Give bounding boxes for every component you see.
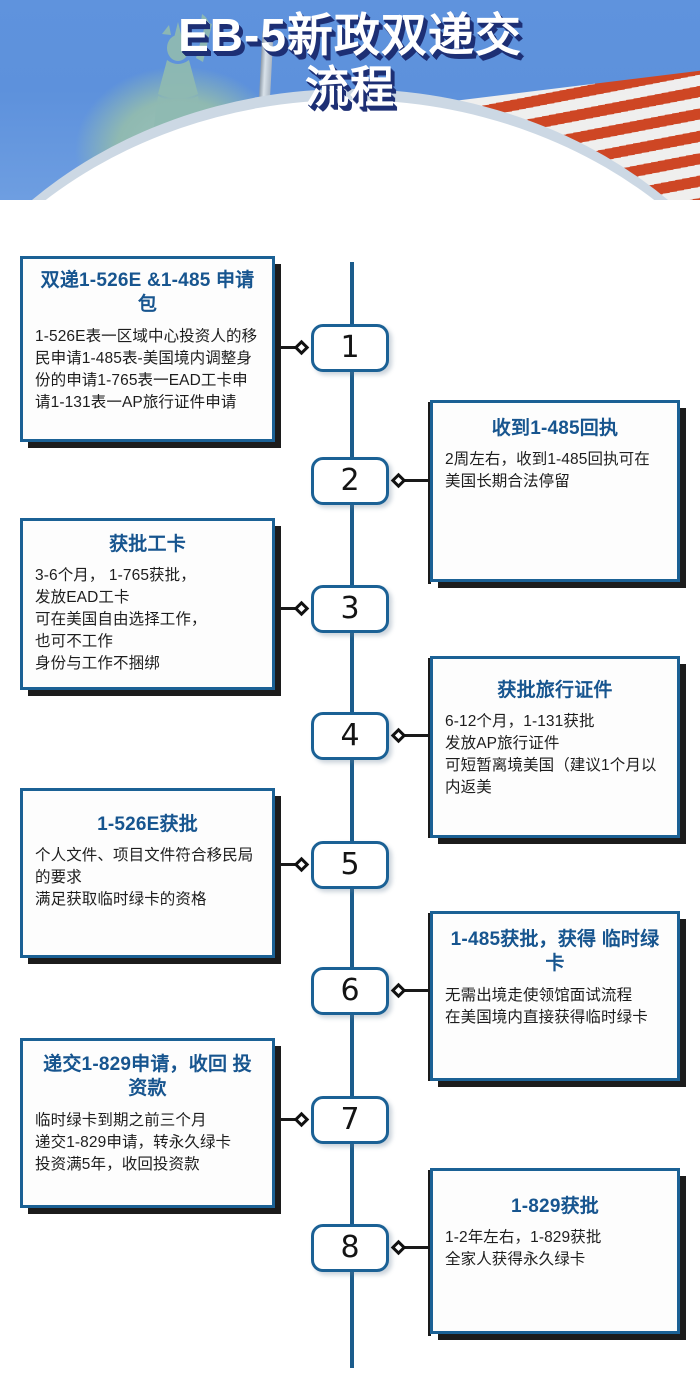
step-card-5[interactable]: 1-526E获批 个人文件、项目文件符合移民局的要求 满足获取临时绿卡的资格 [20, 788, 275, 958]
step-card-7-title: 递交1-829申请，收回 投资款 [43, 1054, 252, 1100]
timeline-node-5-number: 5 [340, 847, 360, 882]
timeline-node-7-number: 7 [340, 1102, 360, 1137]
connector-line-2 [396, 479, 430, 482]
timeline-node-5[interactable]: 5 [311, 841, 389, 889]
connector-diamond-7 [293, 1111, 310, 1128]
timeline-node-1[interactable]: 1 [311, 324, 389, 372]
connector-diamond-8 [390, 1239, 407, 1256]
connector-diamond-2 [390, 472, 407, 489]
step-card-2-body: 2周左右，收到1-485回执可在美国长期合法停留 [445, 451, 650, 491]
timeline-node-6[interactable]: 6 [311, 967, 389, 1015]
step-card-1-body: 1-526E表一区域中心投资人的移民申请1-485表-美国境内调整身份的申请1-… [35, 327, 258, 411]
step-card-1-title: 双递1-526E &1-485 申请包 [40, 270, 255, 316]
step-card-2-title: 收到1-485回执 [491, 418, 619, 439]
connector-line-5 [272, 863, 304, 866]
step-card-5-body: 个人文件、项目文件符合移民局的要求 满足获取临时绿卡的资格 [35, 847, 254, 909]
connector-diamond-6 [390, 982, 407, 999]
timeline-node-2-number: 2 [340, 463, 360, 498]
step-card-7-body: 临时绿卡到期之前三个月 递交1-829申请，转永久绿卡 投资满5年，收回投资款 [35, 1111, 232, 1173]
connector-line-4 [396, 734, 430, 737]
step-card-5-title: 1-526E获批 [97, 814, 198, 835]
connector-line-7 [272, 1118, 304, 1121]
step-card-3-title: 获批工卡 [109, 534, 186, 555]
connector-riser-2 [428, 402, 431, 584]
connector-line-8 [396, 1246, 430, 1249]
step-card-8-body: 1-2年左右，1-829获批 全家人获得永久绿卡 [445, 1229, 602, 1269]
timeline-node-4[interactable]: 4 [311, 712, 389, 760]
step-card-3[interactable]: 获批工卡 3-6个月， 1-765获批， 发放EAD工卡 可在美国自由选择工作，… [20, 518, 275, 690]
connector-diamond-5 [293, 856, 310, 873]
step-card-4[interactable]: 获批旅行证件 6-12个月，1-131获批 发放AP旅行证件 可短暂离境美国（建… [430, 656, 680, 838]
timeline-node-4-number: 4 [340, 718, 360, 753]
connector-line-1 [272, 346, 304, 349]
timeline-spine [350, 262, 354, 1368]
connector-line-3 [272, 607, 304, 610]
step-card-4-body: 6-12个月，1-131获批 发放AP旅行证件 可短暂离境美国（建议1个月以内返… [445, 713, 657, 797]
step-card-7[interactable]: 递交1-829申请，收回 投资款 临时绿卡到期之前三个月 递交1-829申请，转… [20, 1038, 275, 1208]
step-card-8[interactable]: 1-829获批 1-2年左右，1-829获批 全家人获得永久绿卡 [430, 1168, 680, 1334]
step-card-6-title: 1-485获批，获得 临时绿卡 [450, 929, 660, 975]
connector-diamond-1 [293, 339, 310, 356]
step-card-6[interactable]: 1-485获批，获得 临时绿卡 无需出境走使领馆面试流程 在美国境内直接获得临时… [430, 911, 680, 1081]
step-card-6-body: 无需出境走使领馆面试流程 在美国境内直接获得临时绿卡 [445, 986, 648, 1026]
connector-riser-6 [428, 913, 431, 1081]
header-banner: EB-5新政双递交 流程 [0, 0, 700, 200]
connector-riser-4 [428, 658, 431, 838]
connector-diamond-3 [293, 600, 310, 617]
timeline-node-3[interactable]: 3 [311, 585, 389, 633]
timeline-node-3-number: 3 [340, 591, 360, 626]
timeline-node-6-number: 6 [340, 973, 360, 1008]
timeline-node-8-number: 8 [340, 1230, 360, 1265]
step-card-1[interactable]: 双递1-526E &1-485 申请包 1-526E表一区域中心投资人的移民申请… [20, 256, 275, 442]
timeline-node-7[interactable]: 7 [311, 1096, 389, 1144]
step-card-3-body: 3-6个月， 1-765获批， 发放EAD工卡 可在美国自由选择工作， 也可不工… [35, 567, 207, 673]
timeline-node-1-number: 1 [340, 330, 360, 365]
timeline-node-8[interactable]: 8 [311, 1224, 389, 1272]
connector-diamond-4 [390, 727, 407, 744]
timeline-node-2[interactable]: 2 [311, 457, 389, 505]
step-card-8-title: 1-829获批 [511, 1196, 599, 1217]
connector-line-6 [396, 989, 430, 992]
step-card-2[interactable]: 收到1-485回执 2周左右，收到1-485回执可在美国长期合法停留 [430, 400, 680, 582]
step-card-4-title: 获批旅行证件 [497, 680, 613, 701]
connector-riser-8 [428, 1170, 431, 1336]
